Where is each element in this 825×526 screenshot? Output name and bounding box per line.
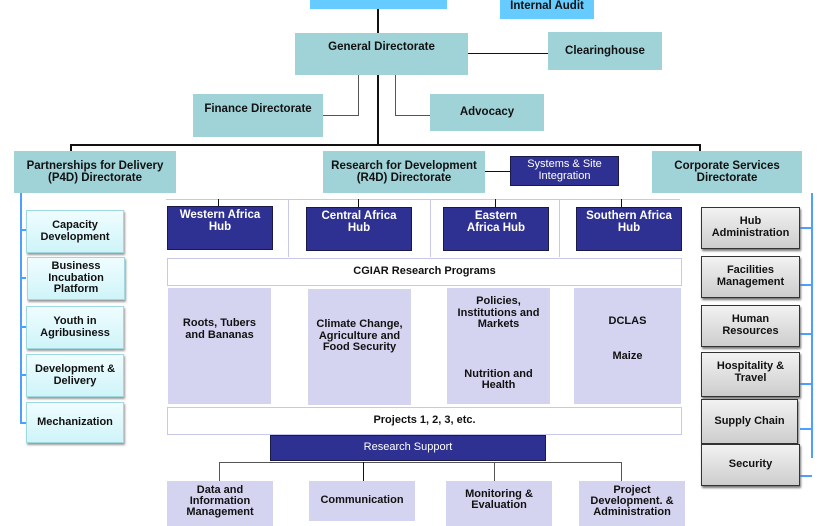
connector-corporate-tick bbox=[800, 475, 812, 477]
r4d-grid-divider bbox=[288, 199, 289, 257]
hub-eastern-africa[interactable]: Eastern Africa Hub bbox=[443, 207, 549, 251]
connector-p4d-bracket bbox=[20, 193, 22, 423]
general-directorate[interactable]: General Directorate bbox=[295, 33, 468, 75]
corporate-unit-supply-chain[interactable]: Supply Chain bbox=[701, 399, 798, 444]
connector-board-general bbox=[377, 6, 379, 146]
p4d-unit-youth-agribusiness[interactable]: Youth in Agribusiness bbox=[26, 306, 124, 349]
support-data-information-management[interactable]: Data and Information Management bbox=[167, 481, 273, 526]
connector-general-finance bbox=[358, 75, 359, 115]
corporate-unit-human-resources[interactable]: Human Resources bbox=[701, 305, 800, 347]
connector-finance-horizontal bbox=[323, 115, 359, 116]
program-policies-nutrition[interactable]: Policies, Institutions and Markets Nutri… bbox=[447, 288, 550, 404]
connector-support-drop bbox=[363, 462, 364, 482]
connector-directorates-bar bbox=[70, 144, 700, 146]
connector-corporate-tick bbox=[800, 383, 812, 385]
program-roots-tubers-bananas[interactable]: Roots, Tubers and Bananas bbox=[168, 288, 271, 404]
r4d-grid-divider bbox=[430, 199, 431, 257]
cgiar-research-programs[interactable]: CGIAR Research Programs bbox=[167, 258, 682, 286]
program-dclas: DCLAS bbox=[608, 315, 647, 327]
connector-support-drop bbox=[621, 462, 622, 482]
connector-p4d-tick bbox=[20, 277, 26, 279]
hub-central-africa[interactable]: Central Africa Hub bbox=[306, 207, 412, 251]
program-policies: Policies, Institutions and Markets bbox=[457, 295, 540, 331]
connector-p4d-tick bbox=[20, 422, 26, 424]
projects-bar[interactable]: Projects 1, 2, 3, etc. bbox=[167, 407, 682, 435]
p4d-unit-mechanization[interactable]: Mechanization bbox=[26, 402, 124, 443]
connector-support-bar bbox=[219, 462, 622, 463]
p4d-directorate[interactable]: Partnerships for Delivery (P4D) Director… bbox=[14, 151, 176, 193]
connector-corporate-tick bbox=[800, 333, 812, 335]
connector-support-drop bbox=[494, 462, 495, 482]
connector-r4d-systems bbox=[484, 171, 510, 172]
connector-corporate-bracket bbox=[811, 193, 813, 458]
corporate-services-directorate[interactable]: Corporate Services Directorate bbox=[652, 151, 802, 193]
research-support[interactable]: Research Support bbox=[270, 435, 546, 461]
connector-corporate-tick bbox=[800, 428, 812, 430]
connector-p4d-tick bbox=[20, 326, 26, 328]
support-monitoring-evaluation[interactable]: Monitoring & Evaluation bbox=[446, 481, 552, 526]
connector-general-advocacy bbox=[395, 75, 396, 115]
p4d-unit-business-incubation[interactable]: Business Incubation Platform bbox=[27, 257, 125, 300]
advocacy[interactable]: Advocacy bbox=[430, 94, 544, 131]
connector-general-clearinghouse bbox=[467, 53, 549, 54]
connector-corporate-tick bbox=[800, 284, 812, 286]
corporate-unit-hospitality-travel[interactable]: Hospitality & Travel bbox=[701, 352, 800, 397]
internal-audit[interactable]: Internal Audit bbox=[500, 0, 594, 19]
corporate-unit-hub-administration[interactable]: Hub Administration bbox=[701, 207, 800, 249]
clearinghouse[interactable]: Clearinghouse bbox=[548, 32, 662, 70]
hub-western-africa[interactable]: Western Africa Hub bbox=[167, 206, 273, 250]
connector-hub-drop bbox=[495, 199, 496, 207]
systems-site-integration[interactable]: Systems & Site Integration bbox=[510, 156, 619, 186]
program-maize: Maize bbox=[612, 349, 643, 362]
r4d-grid-divider bbox=[559, 199, 560, 257]
connector-corporate-tick bbox=[800, 227, 812, 229]
support-project-development-administration[interactable]: Project Development. & Administration bbox=[579, 481, 685, 526]
connector-hub-drop bbox=[621, 199, 622, 207]
connector-corporate-drop bbox=[699, 144, 701, 152]
connector-advocacy-horizontal bbox=[395, 115, 430, 116]
p4d-unit-development-delivery[interactable]: Development & Delivery bbox=[26, 354, 124, 397]
connector-support-drop bbox=[219, 462, 220, 482]
hub-southern-africa[interactable]: Southern Africa Hub bbox=[576, 207, 682, 251]
program-nutrition-health: Nutrition and Health bbox=[464, 367, 533, 392]
board-of-trustees[interactable]: Board of Trustees bbox=[310, 0, 447, 9]
connector-p4d-tick bbox=[20, 374, 26, 376]
finance-directorate[interactable]: Finance Directorate bbox=[193, 94, 323, 137]
connector-p4d-drop bbox=[70, 144, 72, 152]
connector-p4d-tick bbox=[20, 229, 26, 231]
program-climate-change[interactable]: Climate Change, Agriculture and Food Sec… bbox=[308, 289, 411, 405]
p4d-unit-capacity-development[interactable]: Capacity Development bbox=[26, 210, 124, 253]
program-dclas-maize[interactable]: DCLAS Maize bbox=[574, 288, 681, 404]
support-communication[interactable]: Communication bbox=[309, 481, 415, 521]
connector-hub-drop bbox=[218, 199, 219, 207]
r4d-directorate[interactable]: Research for Development (R4D) Directora… bbox=[323, 151, 485, 193]
corporate-unit-security[interactable]: Security bbox=[701, 444, 800, 486]
connector-hub-drop bbox=[358, 199, 359, 207]
corporate-unit-facilities-management[interactable]: Facilities Management bbox=[701, 256, 800, 298]
r4d-grid-top bbox=[166, 199, 680, 200]
